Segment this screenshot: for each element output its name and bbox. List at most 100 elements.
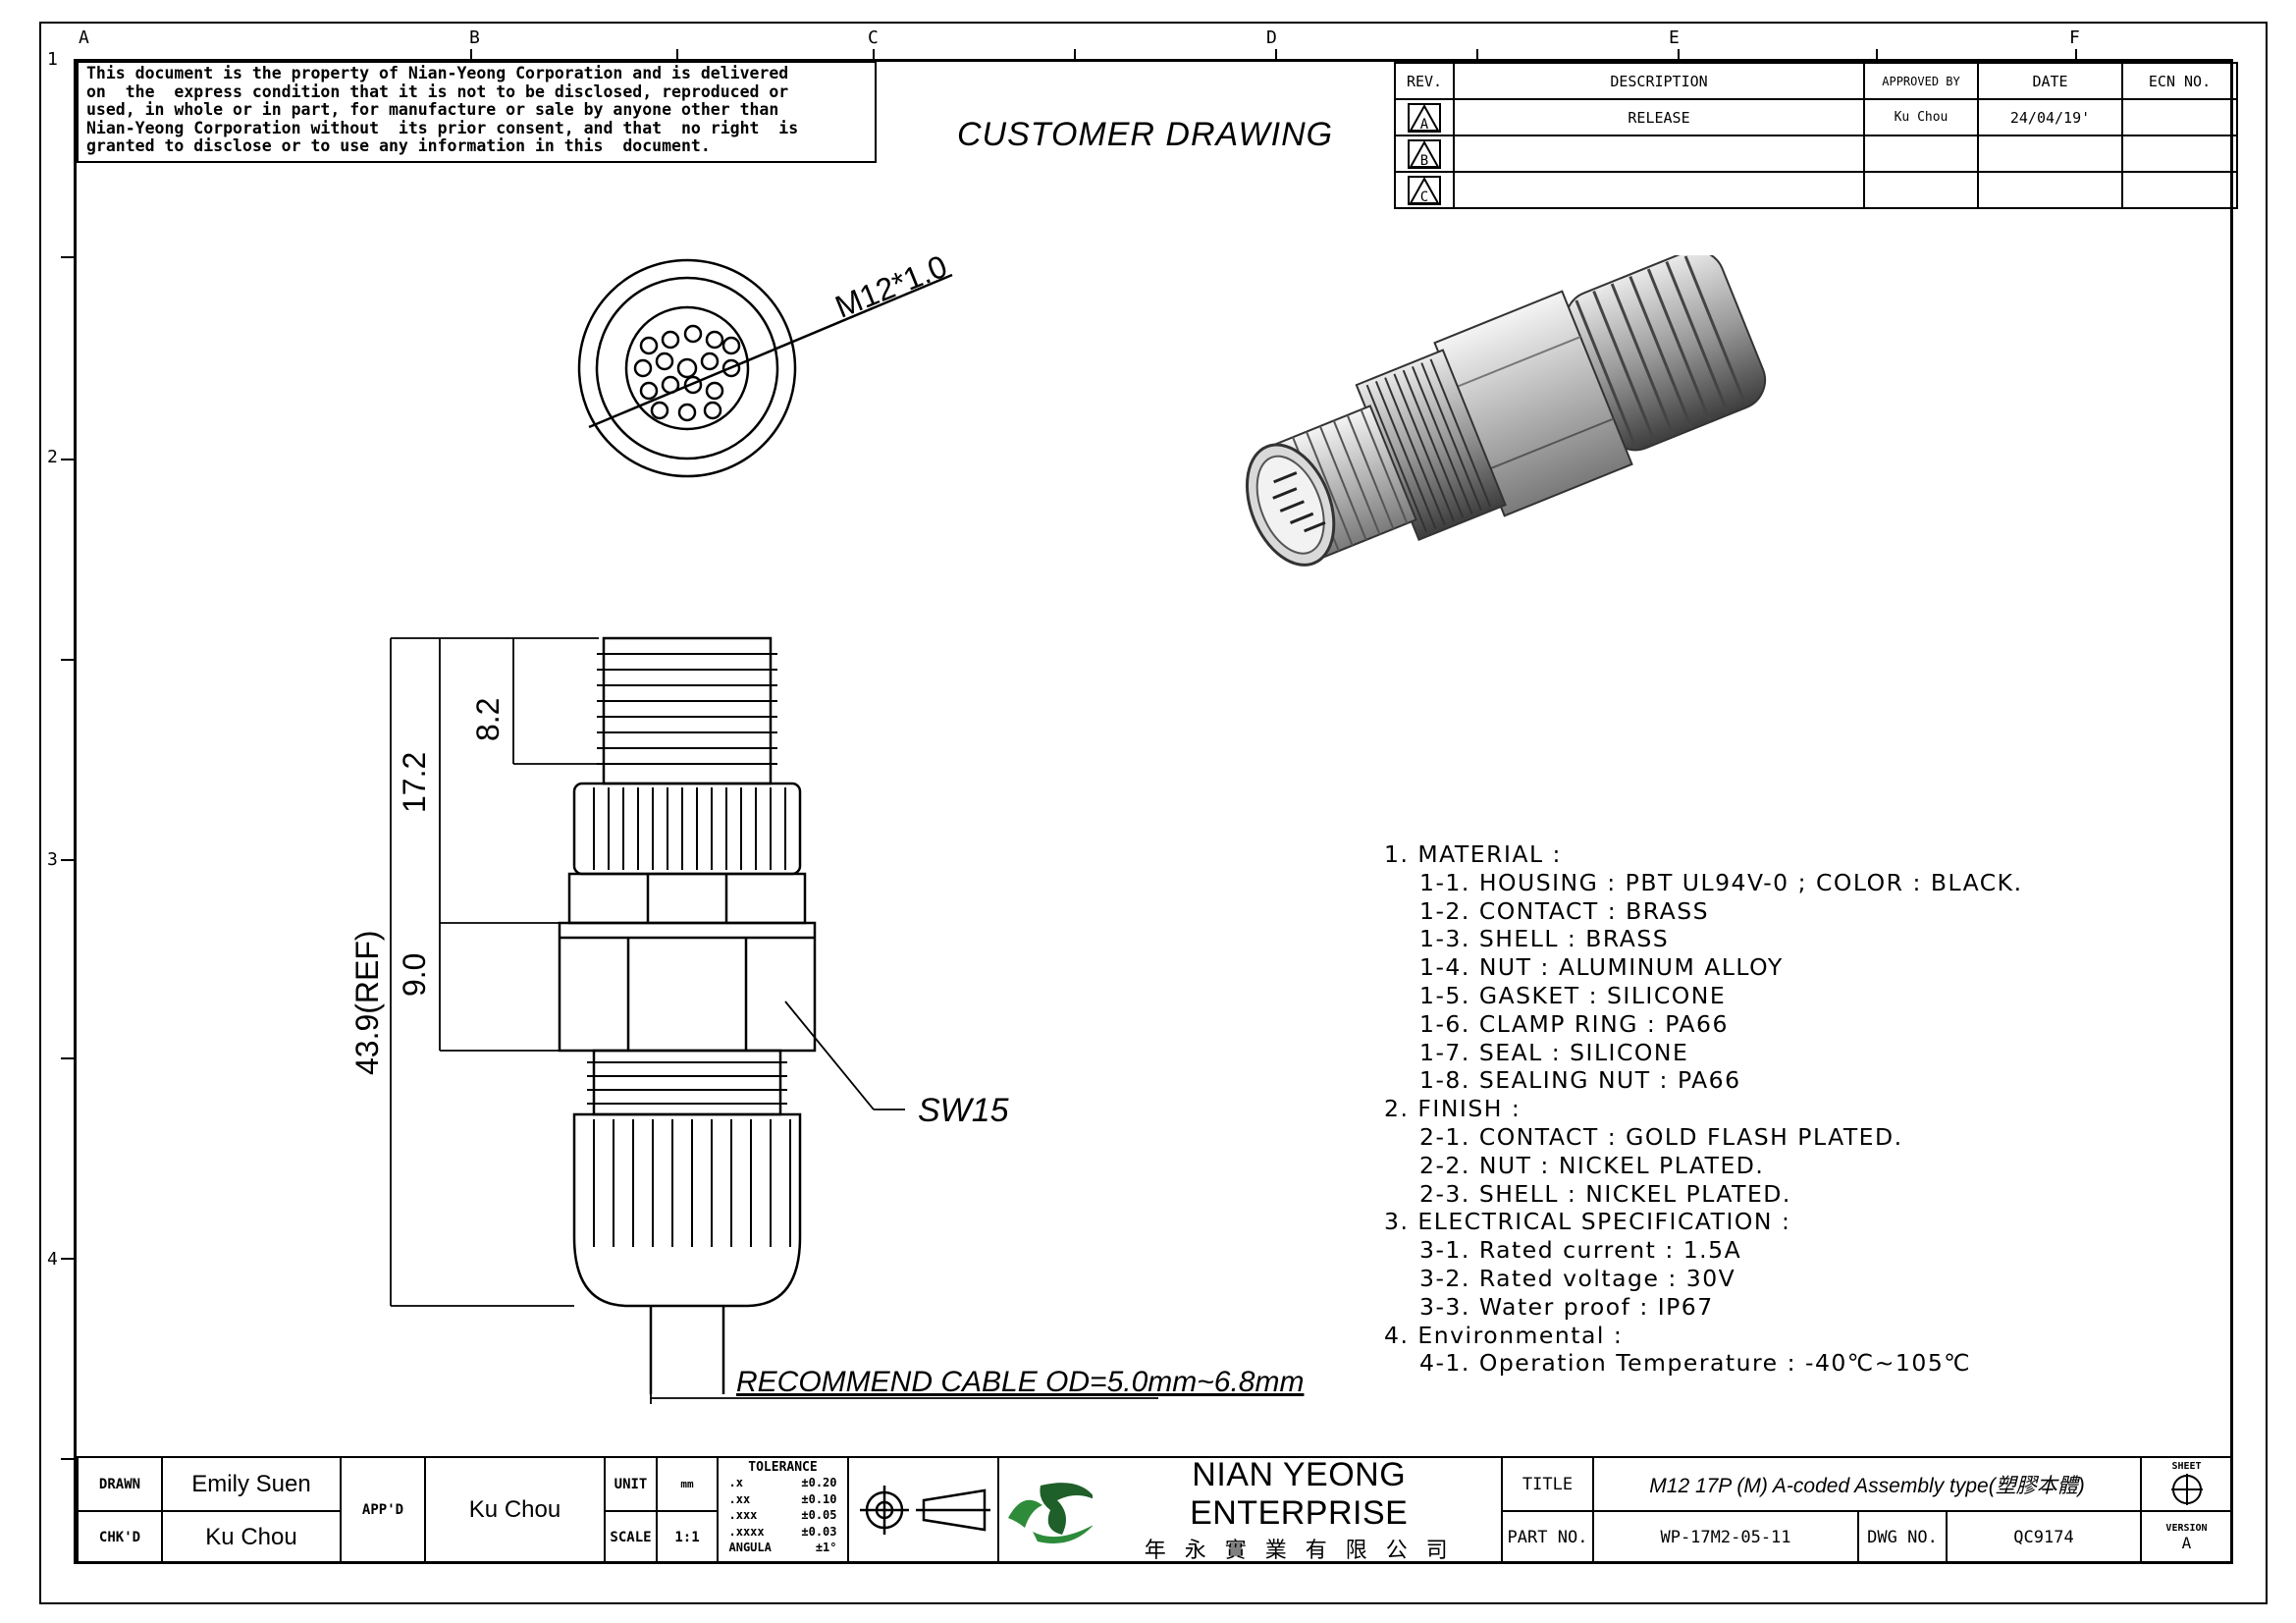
dim-9-0: 9.0 [397, 953, 432, 997]
version-value: A [2181, 1533, 2192, 1552]
rev-c-description [1453, 171, 1865, 209]
zone-col-d: D [1266, 27, 1277, 48]
tolerance-key: .x [728, 1476, 743, 1489]
svg-text:B: B [1420, 153, 1428, 169]
note-line: 2. FINISH : [1384, 1095, 1522, 1123]
unit-value: mm [656, 1456, 719, 1512]
rev-a-approved: Ku Chou [1863, 98, 1979, 136]
revision-table: REV. DESCRIPTION APPROVED BY DATE ECN NO… [1394, 62, 2238, 209]
title-value: M12 17P (M) A-coded Assembly type(塑膠本體) [1592, 1456, 2142, 1512]
tolerance-value: ±1° [815, 1541, 837, 1554]
tolerance-key: .xx [728, 1491, 751, 1506]
description-header: DESCRIPTION [1453, 62, 1865, 100]
part-label: PART NO. [1501, 1510, 1594, 1564]
zone-row-2: 2 [47, 447, 58, 467]
note-line: 2-3. SHELL : NICKEL PLATED. [1419, 1179, 1791, 1208]
tolerance-row: .x±0.20 [729, 1475, 837, 1491]
date-header: DATE [1977, 62, 2123, 100]
approved-header: APPROVED BY [1863, 62, 1979, 100]
zone-col-f: F [2069, 27, 2080, 48]
tolerance-key: .xxx [728, 1508, 758, 1522]
note-line: 1-8. SEALING NUT : PA66 [1419, 1066, 1741, 1095]
dim-8-2: 8.2 [470, 698, 506, 741]
note-line: 3-3. Water proof : IP67 [1419, 1292, 1714, 1321]
zone-row-1: 1 [47, 49, 58, 70]
version-label: VERSION [2165, 1522, 2208, 1534]
rev-c-approved [1863, 171, 1979, 209]
dim-17-2: 17.2 [397, 752, 432, 813]
tolerance-value: ±0.05 [801, 1508, 837, 1522]
note-line: 1-6. CLAMP RING : PA66 [1419, 1009, 1729, 1038]
projection-symbol-box [847, 1456, 999, 1564]
zone-row-4: 4 [47, 1249, 58, 1270]
revision-row: B [1394, 135, 2238, 173]
tolerance-key: ANGULA [728, 1541, 772, 1554]
sheet-label: SHEET [2171, 1461, 2202, 1472]
wrench-size: SW15 [918, 1092, 1009, 1129]
unit-label: UNIT [604, 1456, 658, 1512]
cable-recommendation: RECOMMEND CABLE OD=5.0mm~6.8mm [736, 1366, 1304, 1398]
note-line: 1-5. GASKET : SILICONE [1419, 981, 1727, 1009]
note-line: 2-2. NUT : NICKEL PLATED. [1419, 1151, 1765, 1179]
ecn-header: ECN NO. [2121, 62, 2238, 100]
rev-c-date [1977, 171, 2123, 209]
specification-notes: 1. MATERIAL :1-1. HOUSING : PBT UL94V-0 … [1384, 840, 2248, 1378]
rev-c: C [1394, 171, 1455, 209]
connector-3d-view [1245, 255, 1767, 567]
chkd-value: Ku Chou [161, 1510, 342, 1564]
chkd-label: CHK'D [77, 1510, 163, 1564]
scale-value: 1:1 [656, 1510, 719, 1564]
tolerance-row: .xxx ±0.05 [729, 1507, 837, 1524]
tolerance-value: ±0.03 [801, 1524, 837, 1539]
note-line: 4. Environmental : [1384, 1321, 1624, 1349]
part-value: WP-17M2-05-11 [1592, 1510, 1859, 1564]
zone-row-3: 3 [47, 849, 58, 870]
rev-b: B [1394, 135, 1455, 173]
note-line: 3. ELECTRICAL SPECIFICATION : [1384, 1208, 1791, 1236]
zone-col-e: E [1669, 27, 1680, 48]
company-box: NIAN YEONG ENTERPRISE 年 永 實 業 有 限 公 司 [997, 1456, 1503, 1564]
note-line: 1-7. SEAL : SILICONE [1419, 1038, 1689, 1066]
note-line: 3-1. Rated current : 1.5A [1419, 1236, 1742, 1265]
zone-col-c: C [868, 27, 879, 48]
svg-text:C: C [1420, 189, 1428, 205]
note-line: 4-1. Operation Temperature : -40℃~105℃ [1419, 1349, 1972, 1378]
revision-row: A RELEASE Ku Chou 24/04/19' [1394, 98, 2238, 136]
rev-triangle-icon: A [1408, 102, 1441, 133]
rev-a-date: 24/04/19' [1977, 98, 2123, 136]
rev-b-description [1453, 135, 1865, 173]
note-line: 1-4. NUT : ALUMINUM ALLOY [1419, 953, 1784, 982]
company-name-cn: 年 永 實 業 有 限 公 司 [1144, 1539, 1454, 1563]
rev-a: A [1394, 98, 1455, 136]
drawn-value: Emily Suen [161, 1456, 342, 1512]
svg-text:A: A [1420, 117, 1429, 133]
rev-b-date [1977, 135, 2123, 173]
company-logo-icon [1008, 1483, 1094, 1543]
rev-b-ecn [2121, 135, 2238, 173]
version-box: VERSION A [2140, 1510, 2233, 1564]
tolerance-label: TOLERANCE [748, 1460, 818, 1475]
note-line: 1-2. CONTACT : BRASS [1419, 896, 1710, 925]
appd-value: Ku Chou [424, 1456, 606, 1564]
note-line: 1. MATERIAL : [1384, 840, 1562, 868]
scale-label: SCALE [604, 1510, 658, 1564]
company-name: NIAN YEONG ENTERPRISE [1190, 1456, 1409, 1532]
note-line: 3-2. Rated voltage : 30V [1419, 1264, 1736, 1292]
note-line: 2-1. CONTACT : GOLD FLASH PLATED. [1419, 1122, 1903, 1151]
title-label: TITLE [1501, 1456, 1594, 1512]
rev-c-ecn [2121, 171, 2238, 209]
tolerance-key: .xxxx [728, 1524, 765, 1539]
zone-col-b: B [469, 27, 480, 48]
revision-row: C [1394, 171, 2238, 209]
tolerance-row: .xx±0.10 [729, 1491, 837, 1508]
rev-triangle-icon: B [1408, 138, 1441, 169]
rev-triangle-icon: C [1408, 175, 1441, 205]
tolerance-row: ANGULA ±1° [729, 1540, 837, 1556]
drawn-label: DRAWN [77, 1456, 163, 1512]
tolerance-row: .xxxx ±0.03 [729, 1524, 837, 1541]
tolerance-box: TOLERANCE .x±0.20.xx±0.10.xxx ±0.05 .xxxx ±… [717, 1456, 849, 1564]
sheet-target-icon [2170, 1474, 2203, 1505]
rev-a-ecn [2121, 98, 2238, 136]
